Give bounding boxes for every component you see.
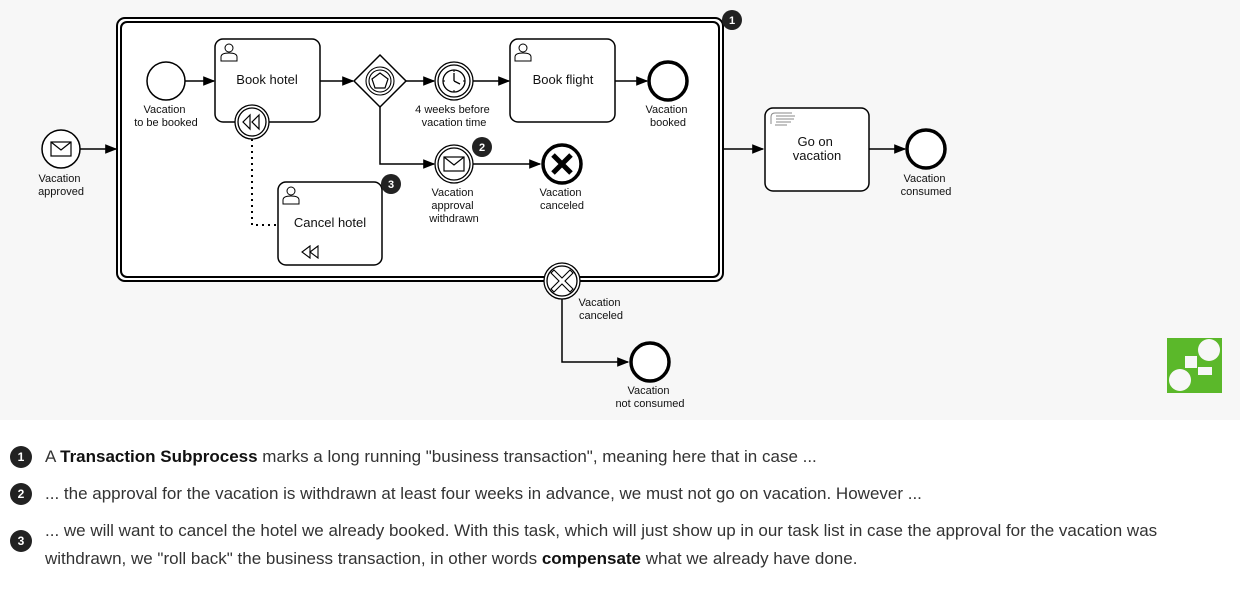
inner-start-label: Vacation to be booked xyxy=(134,104,198,129)
hand-icon xyxy=(770,112,795,126)
cancel-x-icon xyxy=(550,269,574,293)
note-badge: 2 xyxy=(10,483,32,505)
cancel-end-event[interactable] xyxy=(541,143,583,185)
not-consumed-label: Vacation not consumed xyxy=(615,385,684,410)
pentagon-icon xyxy=(371,72,389,89)
svg-text:1: 1 xyxy=(729,15,735,27)
end-event-vacation-consumed[interactable] xyxy=(905,128,947,170)
withdrawn-event-label: Vacation approval withdrawn xyxy=(428,187,479,225)
message-event-approval-withdrawn[interactable] xyxy=(434,144,474,184)
clock-icon xyxy=(442,69,466,93)
note-3: 3 ... we will want to cancel the hotel w… xyxy=(10,517,1215,573)
user-icon xyxy=(282,186,300,205)
user-icon xyxy=(220,43,238,62)
user-icon xyxy=(514,43,532,62)
svg-text:Cancel hotel: Cancel hotel xyxy=(294,215,366,230)
note-2: 2 ... the approval for the vacation is w… xyxy=(10,480,1215,508)
start-event-label: Vacation approved xyxy=(38,173,84,198)
svg-text:2: 2 xyxy=(479,142,485,154)
cancel-x-icon xyxy=(551,153,573,175)
envelope-icon xyxy=(50,141,72,157)
notes-section: 1 A Transaction Subprocess marks a long … xyxy=(0,420,1240,589)
compensation-boundary-event[interactable] xyxy=(234,104,270,140)
start-event-vacation-approved[interactable] xyxy=(41,129,81,169)
transaction-badge: 1 xyxy=(722,10,742,30)
note-badge: 1 xyxy=(10,446,32,468)
task-cancel-hotel[interactable]: Cancel hotel xyxy=(277,181,383,266)
note-text: ... the approval for the vacation is wit… xyxy=(45,484,922,503)
puzzle-logo-icon xyxy=(1167,338,1222,393)
compensation-association xyxy=(251,139,276,226)
svg-text:Book hotel: Book hotel xyxy=(236,72,298,87)
bpmn-diagram: 1 Vacation approved Vacation to be booke… xyxy=(38,10,1222,410)
note-1: 1 A Transaction Subprocess marks a long … xyxy=(10,443,1215,471)
transaction-subprocess[interactable] xyxy=(116,17,724,282)
consumed-end-label: Vacation consumed xyxy=(901,173,952,198)
compensation-marker-icon xyxy=(301,244,319,260)
booked-end-label: Vacation booked xyxy=(645,104,690,129)
flow-canceled-to-not-consumed xyxy=(561,299,630,367)
svg-text:Go on vacation: Go on vacation xyxy=(793,134,841,163)
envelope-icon xyxy=(443,156,465,172)
canceled-end-label: Vacation canceled xyxy=(539,187,584,212)
svg-text:3: 3 xyxy=(388,179,394,191)
withdrawn-badge: 2 xyxy=(472,137,492,157)
flow-gateway-to-withdrawn xyxy=(379,107,436,169)
note-text: A Transaction Subprocess marks a long ru… xyxy=(45,447,817,466)
diagram-canvas: 1 Vacation approved Vacation to be booke… xyxy=(38,10,1222,410)
cancel-boundary-event[interactable] xyxy=(543,262,581,300)
cancel-boundary-label: Vacation canceled xyxy=(578,297,623,322)
end-event-vacation-booked[interactable] xyxy=(647,60,689,102)
end-event-not-consumed[interactable] xyxy=(629,341,671,383)
task-book-hotel[interactable]: Book hotel xyxy=(214,38,321,123)
start-event-to-be-booked[interactable] xyxy=(146,61,186,101)
timer-event[interactable] xyxy=(434,61,474,101)
note-badge: 3 xyxy=(10,530,32,552)
svg-text:Book flight: Book flight xyxy=(533,72,594,87)
task-go-on-vacation[interactable]: Go on vacation xyxy=(764,107,870,192)
timer-event-label: 4 weeks before vacation time xyxy=(415,104,493,129)
rewind-icon xyxy=(242,113,260,131)
cancel-hotel-badge: 3 xyxy=(381,174,401,194)
note-text: ... we will want to cancel the hotel we … xyxy=(45,521,1158,568)
task-book-flight[interactable]: Book flight xyxy=(509,38,616,123)
